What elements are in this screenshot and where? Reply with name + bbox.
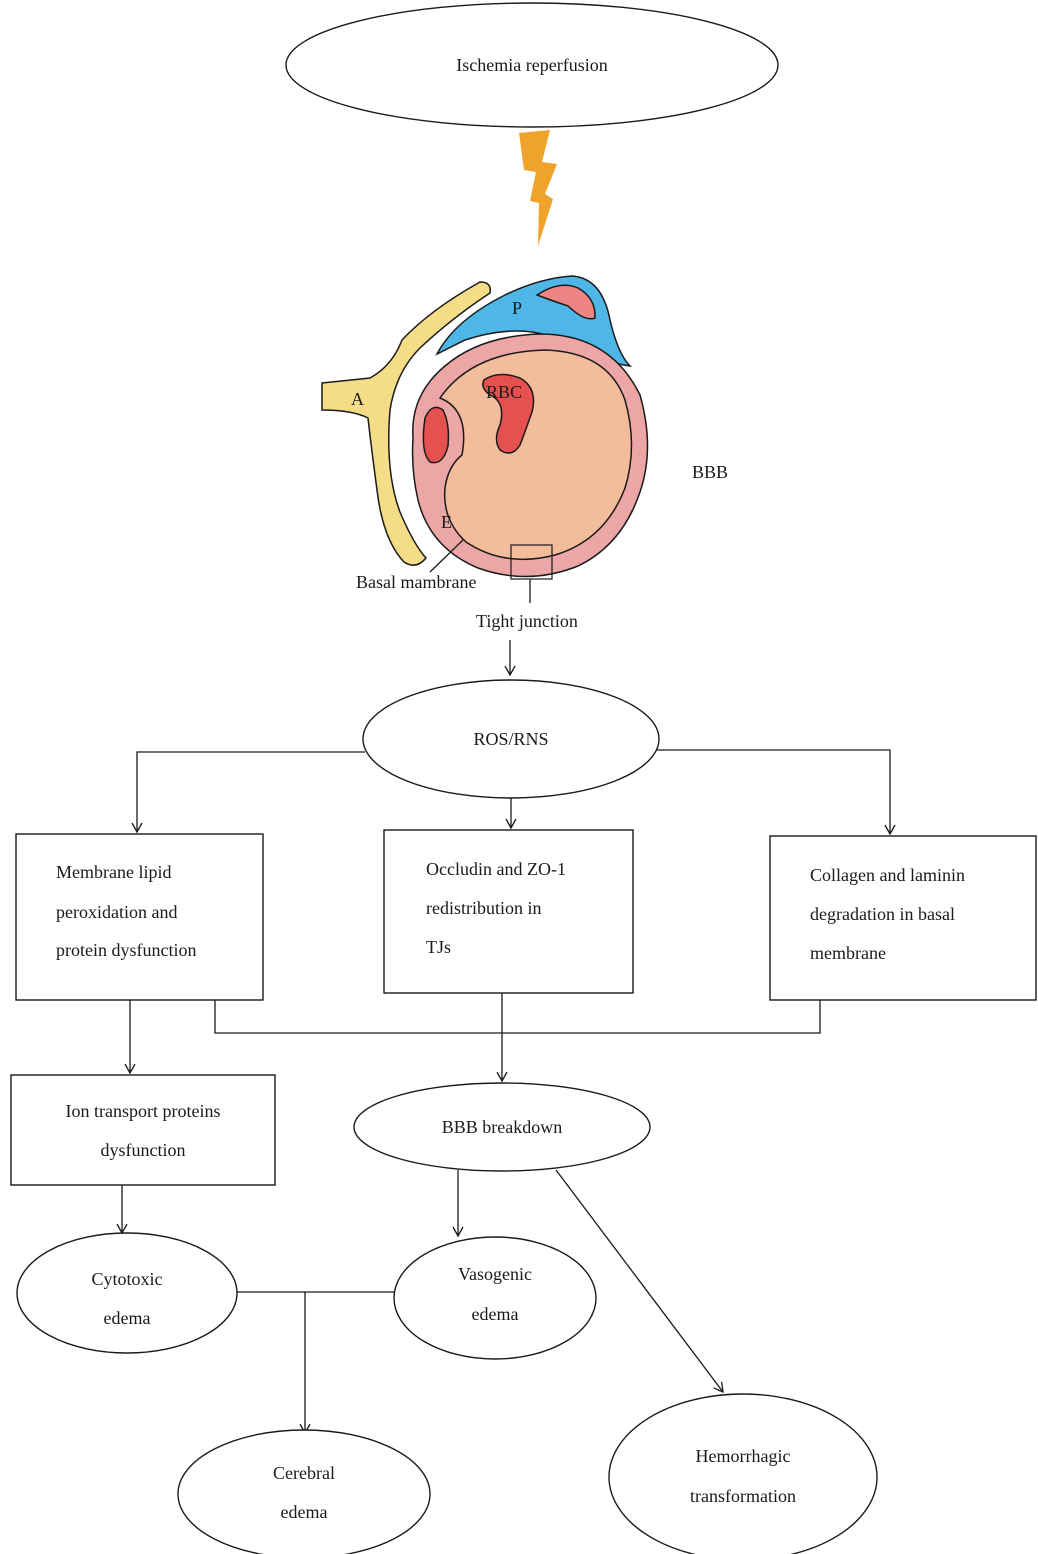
basal-membrane-label: Basal mambrane — [356, 572, 476, 592]
cerebral-line-2: edema — [281, 1502, 328, 1522]
bbb-cross-section: A P RBC E BBB Basal mambrane Tight junct… — [321, 275, 728, 631]
bbb-breakdown-node: BBB breakdown — [353, 1082, 651, 1172]
branch-ros-right — [657, 749, 896, 836]
astrocyte-label: A — [351, 389, 364, 409]
vasogenic-line-2: edema — [472, 1304, 519, 1324]
hemorrhagic-line-2: transformation — [690, 1486, 796, 1506]
cytotoxic-line-1: Cytotoxic — [92, 1269, 163, 1289]
pericyte-label: P — [512, 298, 522, 318]
occludin-box: Occludin and ZO-1 redistribution in TJs — [383, 829, 634, 994]
lipid-line-3: protein dysfunction — [56, 940, 196, 960]
collagen-line-2: degradation in basal — [810, 904, 955, 924]
ion-line-1: Ion transport proteins — [66, 1101, 221, 1121]
occludin-line-3: TJs — [426, 937, 451, 957]
occludin-line-2: redistribution in — [426, 898, 542, 918]
cerebral-edema-node: Cerebral edema — [177, 1429, 431, 1554]
vessel-lumen — [438, 349, 633, 561]
merge-line — [214, 1000, 821, 1034]
lightning-bolt-icon — [519, 130, 557, 246]
vasogenic-edema-node: Vasogenic edema — [393, 1236, 597, 1360]
ros-rns-node: ROS/RNS — [362, 679, 660, 799]
collagen-line-3: membrane — [810, 943, 886, 963]
cytotoxic-line-2: edema — [104, 1308, 151, 1328]
endothelial-nucleus — [422, 406, 450, 464]
pericyte-nucleus — [535, 284, 596, 320]
lipid-peroxidation-box: Membrane lipid peroxidation and protein … — [15, 833, 264, 1001]
collagen-box: Collagen and laminin degradation in basa… — [769, 835, 1037, 1001]
ion-transport-box: Ion transport proteins dysfunction — [10, 1074, 276, 1186]
vasogenic-line-1: Vasogenic — [458, 1264, 532, 1284]
hemorrhagic-node: Hemorrhagic transformation — [608, 1393, 878, 1554]
bbb-breakdown-label: BBB breakdown — [442, 1117, 563, 1137]
tight-junction-box — [510, 544, 553, 580]
astrocyte-shape — [321, 281, 492, 566]
ischemia-reperfusion-label: Ischemia reperfusion — [456, 55, 607, 75]
endothelium-label: E — [441, 512, 452, 532]
cytotoxic-edema-node: Cytotoxic edema — [16, 1232, 238, 1354]
basal-membrane-callout-line — [429, 539, 464, 573]
rbc-label: RBC — [486, 382, 522, 402]
ischemia-reperfusion-node: Ischemia reperfusion — [285, 2, 779, 128]
tight-junction-label: Tight junction — [476, 611, 578, 631]
lipid-line-2: peroxidation and — [56, 902, 177, 922]
lipid-line-1: Membrane lipid — [56, 862, 171, 882]
red-blood-cell — [482, 373, 535, 454]
cerebral-line-1: Cerebral — [273, 1463, 335, 1483]
ion-line-2: dysfunction — [101, 1140, 186, 1160]
occludin-line-1: Occludin and ZO-1 — [426, 859, 566, 879]
ros-rns-label: ROS/RNS — [473, 729, 548, 749]
branch-ros-left — [131, 751, 365, 834]
arrow-bbb-to-hemorrhagic — [555, 1169, 724, 1394]
hemorrhagic-line-1: Hemorrhagic — [696, 1446, 791, 1466]
bbb-side-label: BBB — [692, 462, 728, 482]
collagen-line-1: Collagen and laminin — [810, 865, 965, 885]
